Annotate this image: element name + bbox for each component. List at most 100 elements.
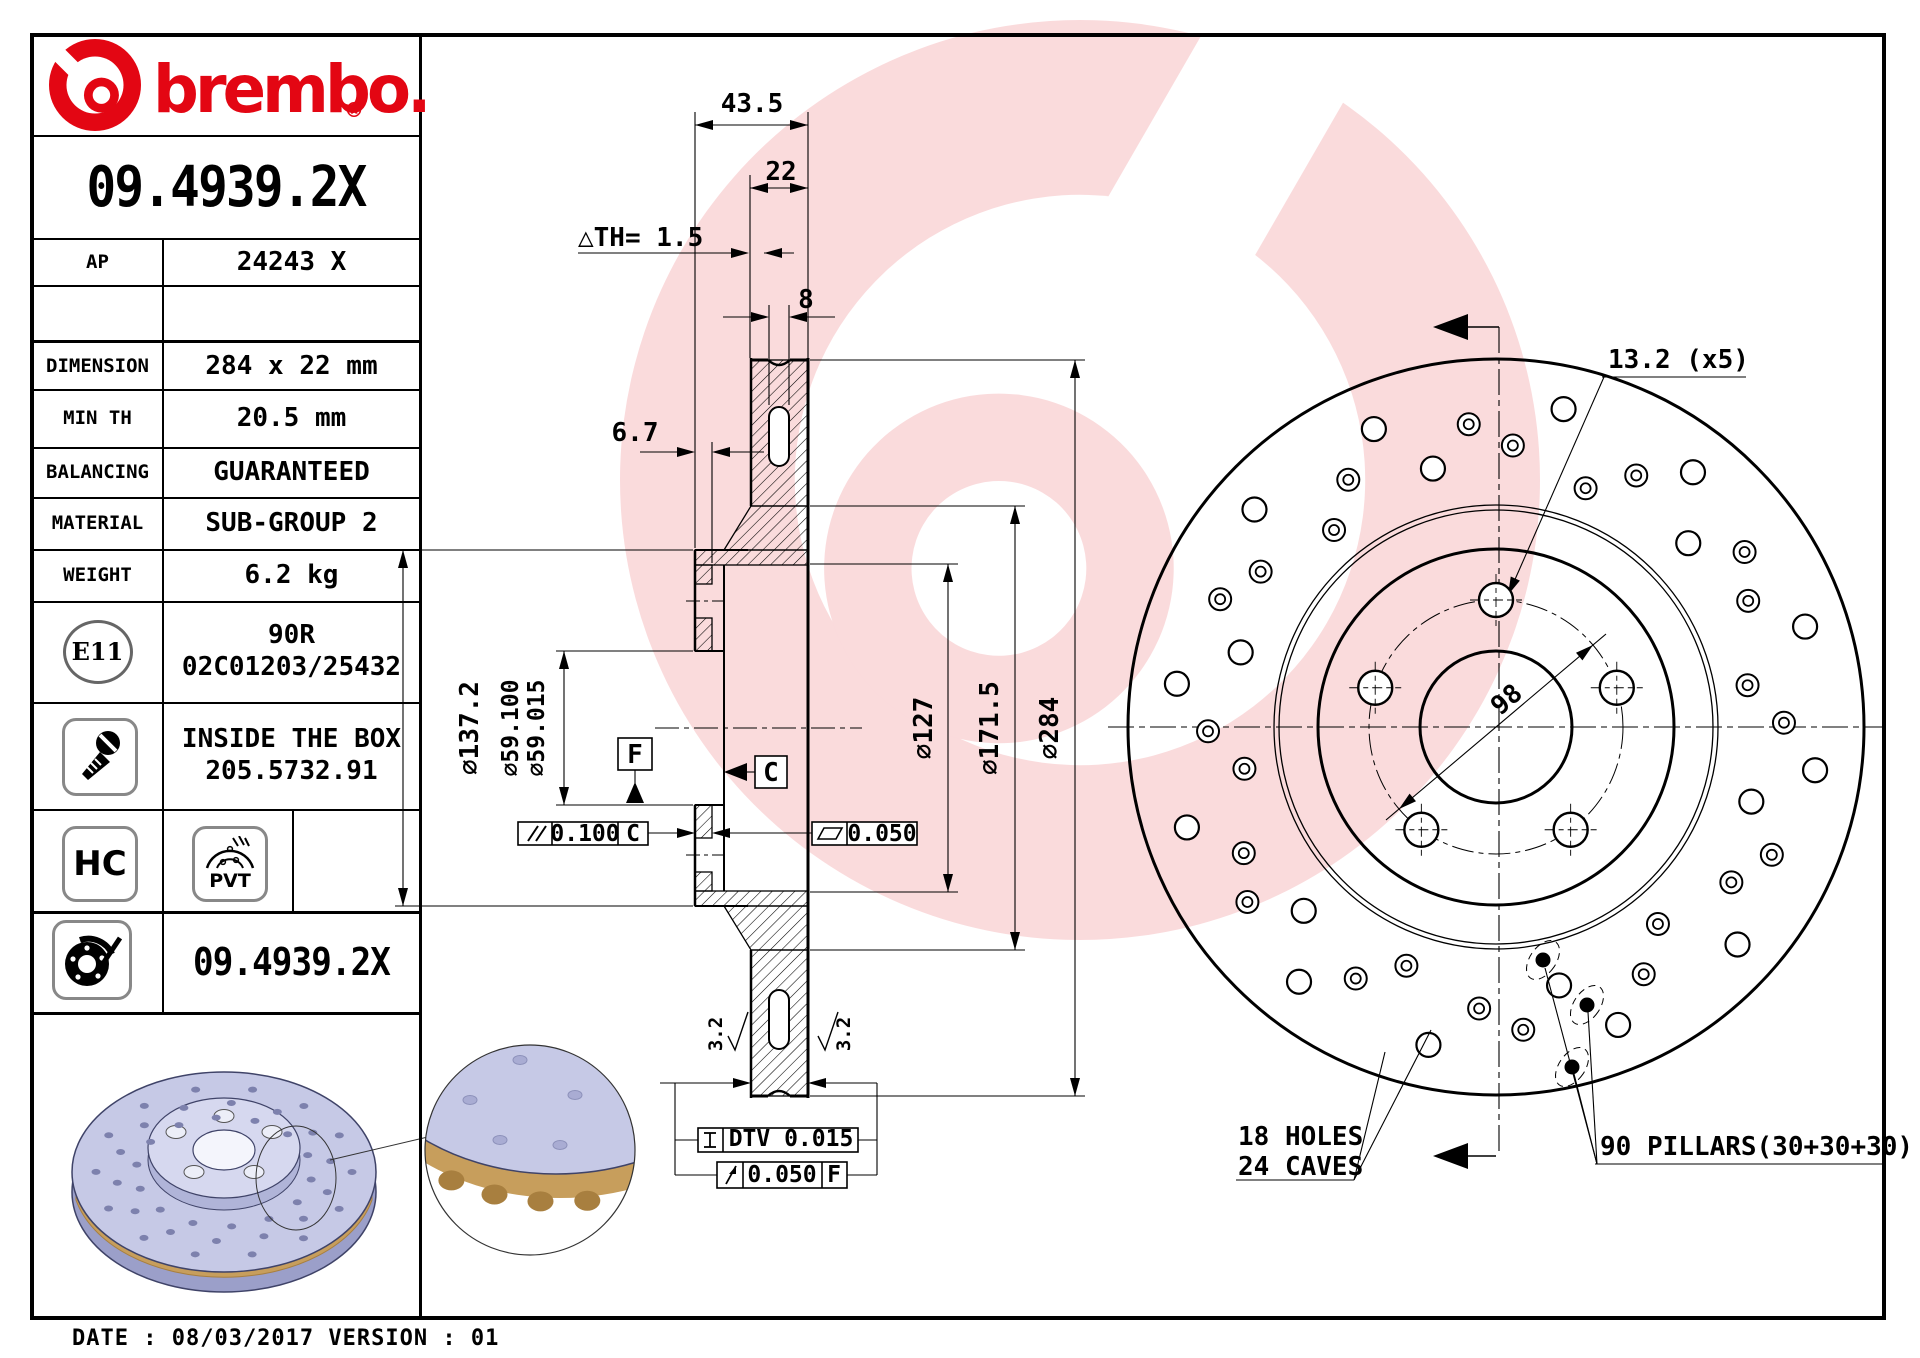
drill-hole	[1801, 757, 1829, 784]
cave-hole-inner	[1630, 469, 1643, 482]
render-drill-hole	[347, 1169, 357, 1175]
row-label-balancing: BALANCING	[46, 461, 149, 483]
render-dimple	[512, 1055, 528, 1065]
row-value-balancing: GUARANTEED	[213, 457, 370, 487]
disc-3d-render	[71, 1071, 433, 1293]
drill-hole	[1679, 459, 1707, 486]
dimension-arrowhead	[677, 447, 695, 457]
dim-hat-outer-dia: ⌀137.2	[455, 681, 485, 775]
cross-section-view: 43.5 22 △TH= 1.5 8 6.7 ⌀137.2 ⌀59.100 ⌀5…	[395, 89, 1593, 1189]
cave-hole-inner	[1506, 439, 1519, 452]
flatness-icon	[816, 827, 844, 840]
row-label-empty	[33, 285, 162, 340]
render-drill-hole	[139, 1102, 149, 1109]
dim-th-wear: △TH= 1.5	[578, 223, 703, 253]
drill-hole	[1360, 415, 1387, 443]
brembo-watermark-logo	[517, 0, 1644, 1043]
render-drill-hole	[104, 1132, 114, 1139]
disc-icon	[52, 920, 132, 1000]
runout-icon	[725, 1165, 737, 1185]
brembo-wordmark: brembo.	[153, 50, 431, 128]
datum-f: F	[617, 737, 653, 803]
footer-date-version: DATE : 08/03/2017 VERSION : 01	[72, 1326, 500, 1351]
dimension-arrowhead	[712, 447, 730, 457]
render-vane	[425, 1149, 427, 1170]
roughness-symbol-right	[817, 1011, 839, 1052]
label-caves: 24 CAVES	[1238, 1152, 1363, 1182]
cave-hole-inner	[1725, 876, 1738, 889]
svg-text:C: C	[763, 758, 779, 788]
render-vane	[527, 1191, 554, 1212]
drill-hole	[1227, 639, 1254, 666]
dimension-arrowhead	[789, 312, 807, 322]
pvt-icon: PVT	[192, 826, 268, 902]
row-value-empty	[164, 285, 419, 340]
dimension-arrowhead	[1070, 360, 1080, 378]
dim-wall-thickness: 6.7	[612, 418, 659, 448]
hc-icon: HC	[62, 826, 138, 902]
render-drill-hole	[139, 1122, 149, 1129]
cave-hole-inner	[1400, 959, 1413, 972]
drill-hole	[1163, 670, 1191, 697]
drill-hole	[1550, 396, 1577, 423]
row-label-material: MATERIAL	[51, 512, 144, 534]
dimension-arrowhead	[1010, 506, 1020, 524]
svg-text:DTV 0.015: DTV 0.015	[729, 1126, 854, 1152]
dim-total-width: 43.5	[721, 89, 784, 119]
cave-hole-inner	[1652, 918, 1664, 930]
render-drill-hole	[259, 1233, 269, 1240]
render-bolt-hole	[183, 1165, 205, 1179]
parallelism-tolerance: 0.100 C	[517, 821, 649, 847]
view-direction-arrow-top	[1433, 314, 1499, 340]
render-vane	[368, 1124, 394, 1144]
pillar-dot	[1579, 997, 1595, 1013]
dimension-arrowhead	[1010, 932, 1020, 950]
dimension-arrowhead	[750, 183, 768, 193]
render-dimple	[552, 1140, 568, 1150]
dimension-arrowhead	[764, 248, 782, 258]
dim-hat-inner-dia: ⌀127	[909, 697, 939, 760]
drill-hole	[1791, 613, 1819, 640]
render-drill-hole	[112, 1179, 122, 1186]
drill-hole	[1415, 1031, 1442, 1058]
render-drill-hole	[211, 1114, 221, 1121]
cave-hole-inner	[1349, 972, 1362, 985]
flatness-tolerance: 0.050	[811, 821, 918, 847]
cave-hole-inner	[1742, 594, 1755, 607]
dimension-arrowhead	[559, 651, 569, 669]
dtv-tolerance: DTV 0.015	[697, 1126, 859, 1153]
render-drill-hole	[322, 1189, 332, 1196]
row-value-weight: 6.2 kg	[244, 560, 339, 590]
dim-slot-width: 8	[798, 285, 814, 315]
roughness-symbol-left	[727, 1011, 749, 1052]
label-holes: 18 HOLES	[1238, 1122, 1363, 1152]
pillar-hidden-outline	[1554, 1046, 1590, 1088]
front-view: 98 13.2 (x5) 18 HOLES 24 CAVES 90 PILLAR…	[1108, 314, 1913, 1182]
dimension-arrowhead	[790, 120, 808, 130]
dimension-arrowhead	[731, 248, 749, 258]
dimension-arrowhead	[790, 183, 808, 193]
view-direction-arrow-bottom	[1433, 1143, 1496, 1169]
row-value-min-th: 20.5 mm	[236, 403, 347, 433]
drill-hole	[1290, 897, 1317, 924]
cave-hole-inner	[1342, 473, 1355, 486]
label-pillars: 90 PILLARS(30+30+30)	[1600, 1132, 1913, 1162]
cave-hole-inner	[1738, 546, 1751, 558]
cave-hole-inner	[1238, 762, 1251, 775]
dimension-arrowhead	[712, 828, 730, 838]
cave-hole-inner	[1765, 848, 1778, 861]
drill-hole	[1545, 972, 1573, 999]
render-drill-hole	[104, 1205, 114, 1212]
svg-text:0.100: 0.100	[550, 821, 619, 847]
dimension-arrowhead	[695, 120, 713, 130]
render-drill-hole	[165, 1229, 175, 1236]
render-drill-hole	[299, 1235, 309, 1242]
render-drill-hole	[272, 1108, 282, 1115]
pillar-markers	[1525, 939, 1605, 1088]
render-dimple	[567, 1090, 583, 1100]
render-drill-hole	[334, 1132, 344, 1139]
render-drill-hole	[211, 1237, 221, 1244]
